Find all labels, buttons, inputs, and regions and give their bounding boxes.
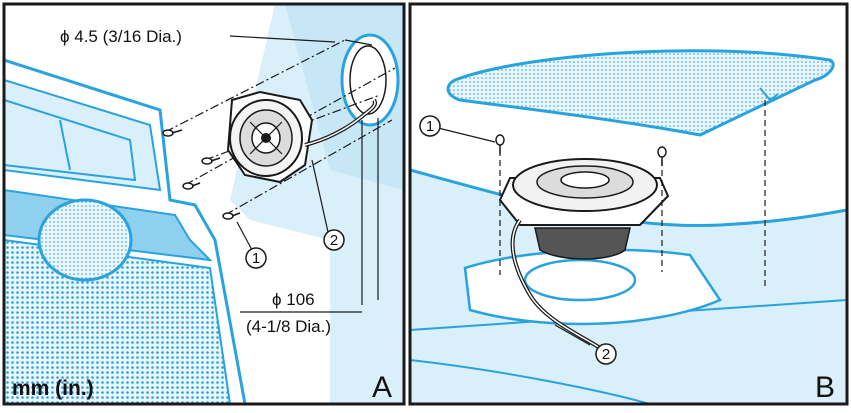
- units-label: mm (in.): [12, 377, 94, 400]
- panel-a-frame: [2, 2, 406, 406]
- panel-a: ϕ 4.5 (3/16 Dia.) ϕ 106 (4-1/8 Dia.) 1 2…: [4, 4, 404, 404]
- grille-cover: [446, 49, 835, 137]
- alignment-lines-b: [499, 100, 766, 290]
- deck-hole: [523, 258, 637, 302]
- leader-b2: [554, 324, 591, 346]
- callout-b2: 2: [602, 346, 610, 363]
- leader-b1: [437, 127, 496, 143]
- callout-circle-a2: [323, 229, 345, 251]
- callout-a1: 1: [252, 250, 260, 267]
- panel-b-letter: B: [815, 371, 835, 404]
- door-panel: [4, 58, 247, 404]
- panel-b-frame: [408, 2, 849, 406]
- door-grille: [37, 198, 133, 282]
- screws-b: [495, 134, 667, 166]
- panel-b: 1 2 B: [410, 4, 847, 404]
- mounting-surface: [285, 4, 404, 190]
- leader-lines-a: [229, 35, 379, 313]
- speaker-hole: [340, 33, 400, 127]
- label-hole-large-sub: (4-1/8 Dia.): [246, 317, 331, 336]
- callout-circle-b2: [595, 343, 617, 365]
- screws-a: [162, 129, 241, 220]
- panel-a-letter: A: [372, 371, 392, 404]
- callout-circle-a1: [245, 247, 267, 269]
- callout-b1: 1: [426, 118, 434, 135]
- speaker-unit-b: [498, 158, 670, 260]
- callout-circle-b1: [419, 115, 441, 137]
- label-hole-large: ϕ 106: [272, 290, 315, 309]
- callout-a2: 2: [330, 232, 338, 249]
- label-hole-small: ϕ 4.5 (3/16 Dia.): [60, 27, 182, 46]
- speaker-unit: [226, 90, 314, 184]
